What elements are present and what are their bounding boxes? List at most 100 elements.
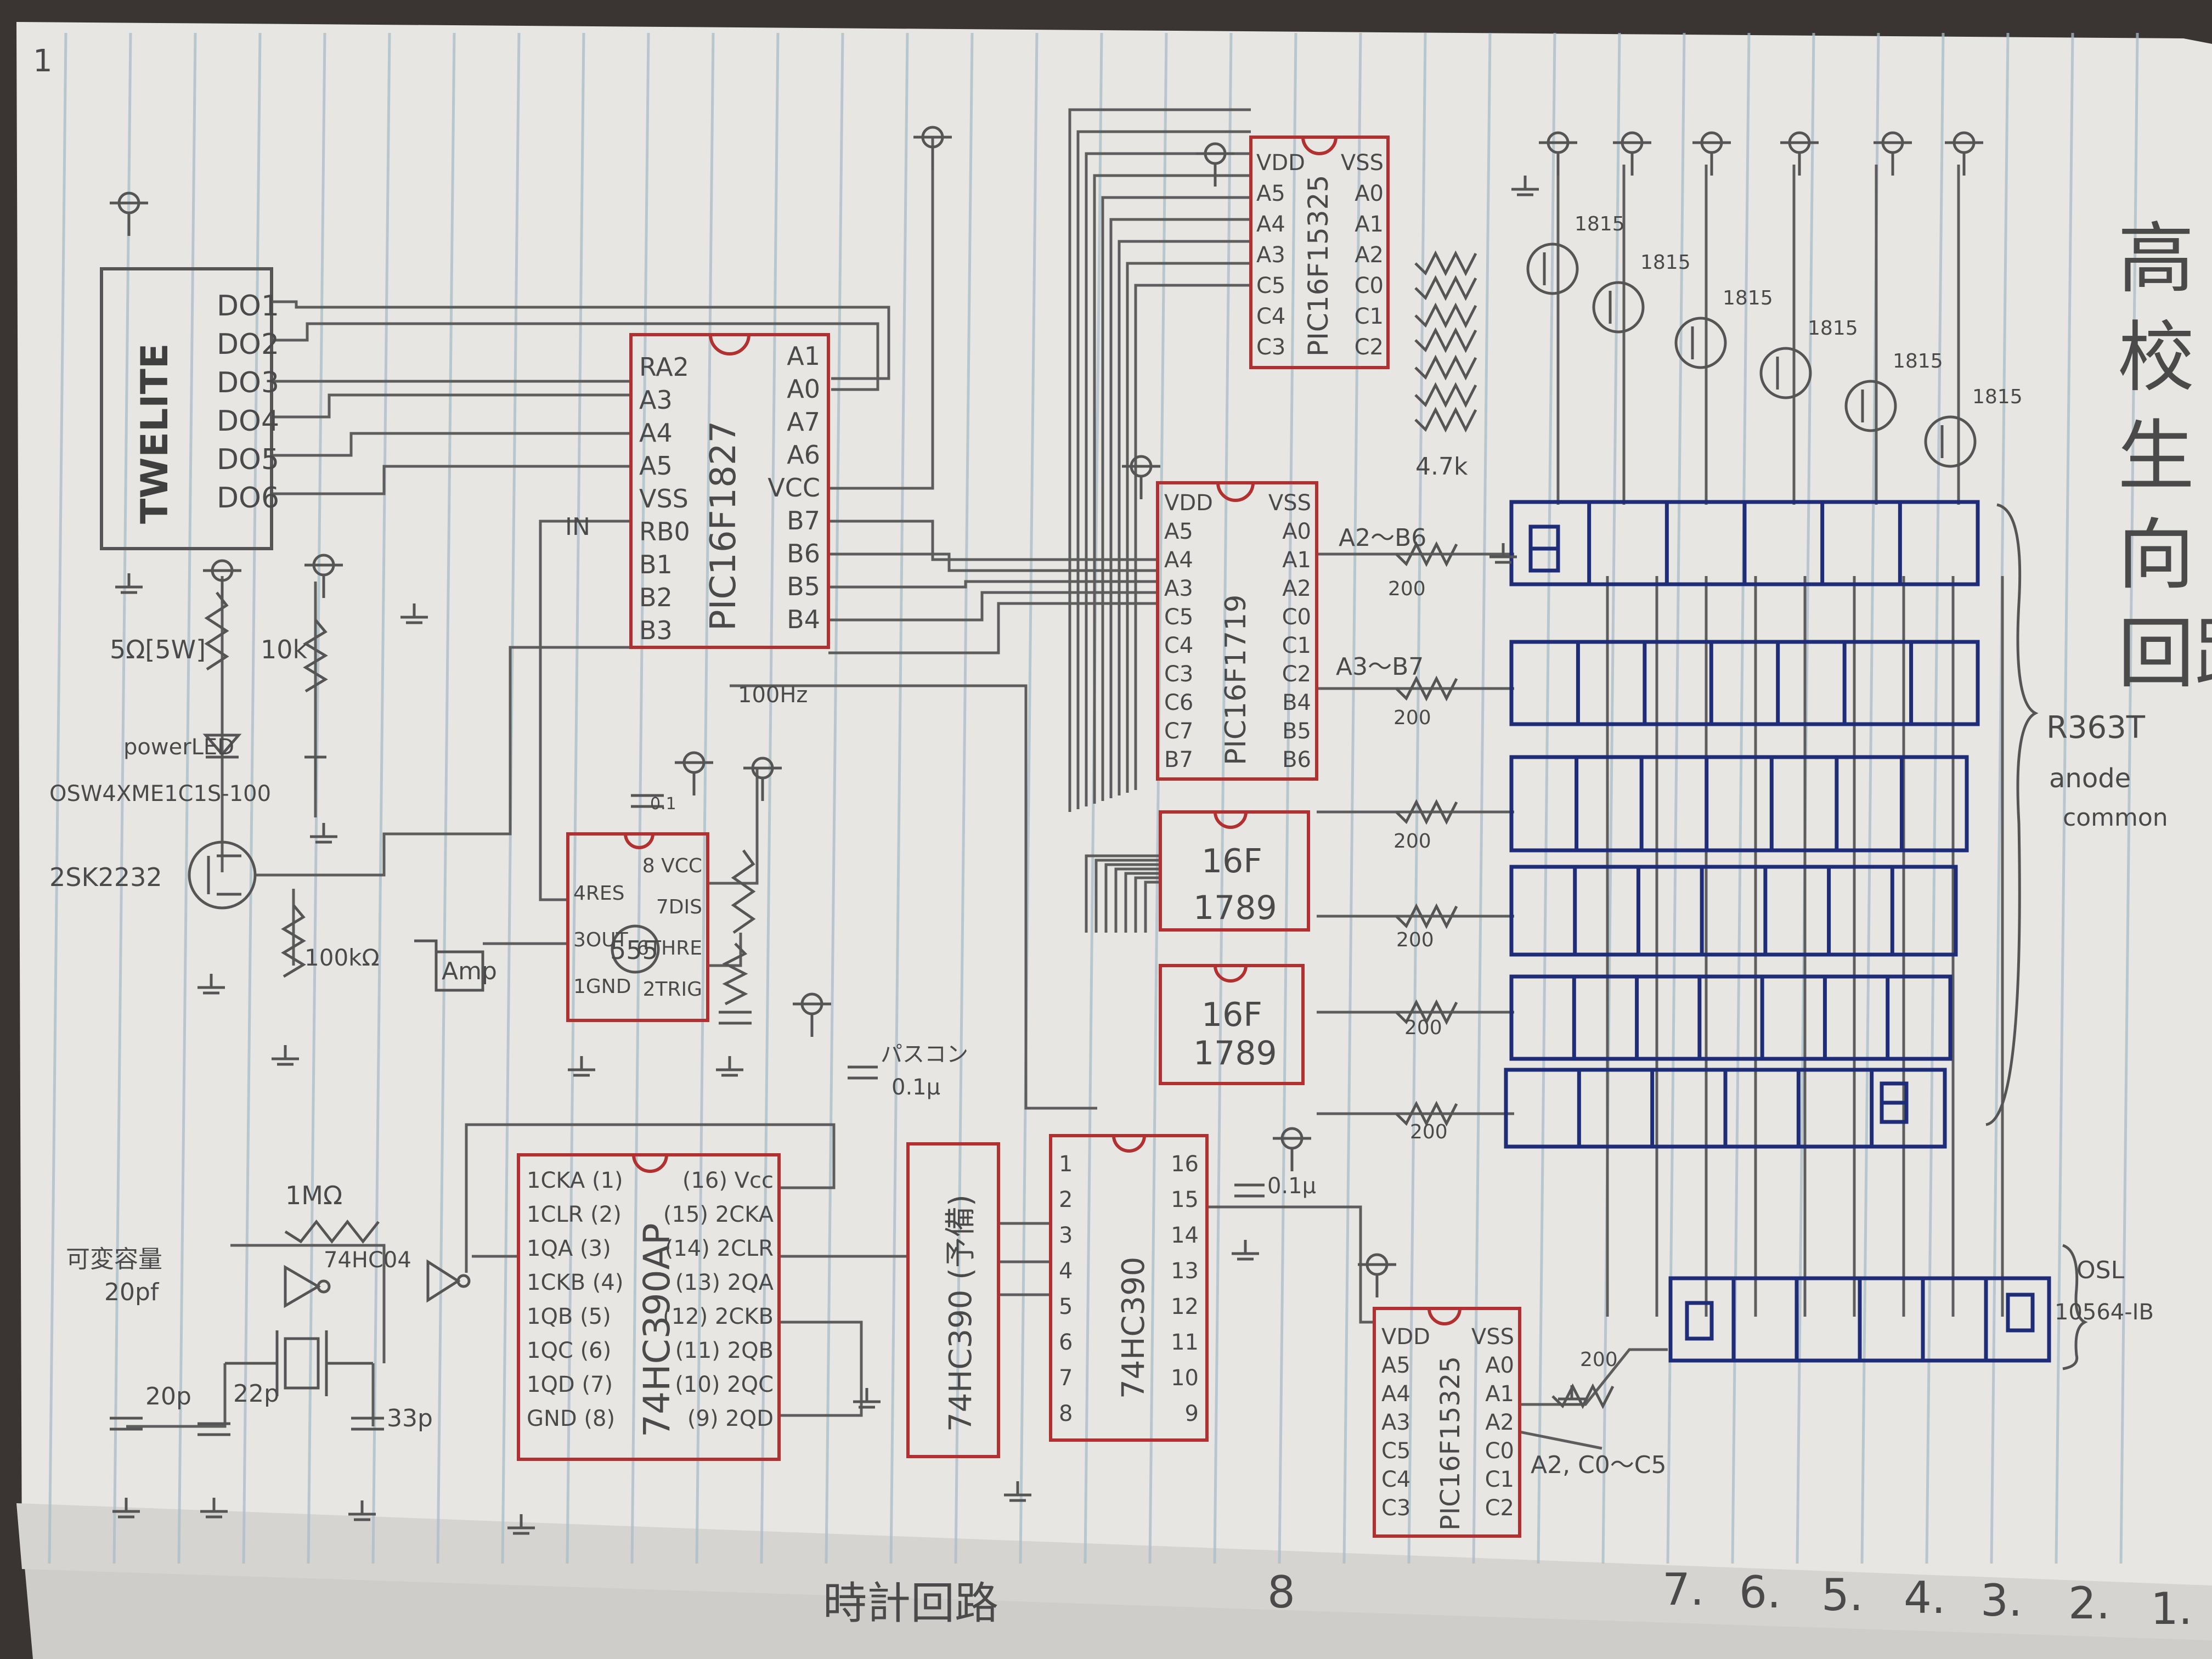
c33-label: 33p [387,1404,433,1432]
hc390ap-chip: 74HC390AP 1CKA (1)1CLR (2)1QA (3)1CKB (4… [517,1153,781,1461]
p15b-left-pin-1: VDD [1381,1324,1430,1350]
p1719-left-pin-3: A4 [1164,548,1193,573]
r-10k-label: 10k [261,635,308,664]
hc390b-left-pin-6: 6 [1059,1330,1073,1355]
twelite-pin-6: DO6 [217,482,279,515]
transistor-6 [1924,415,1977,468]
hc390ap-left-pin-6: 1QC (6) [527,1338,611,1363]
p15b-left-pin-5: C5 [1381,1438,1410,1464]
trim-val-label: 20pf [104,1278,160,1306]
r-200-label-7: 200 [1580,1348,1618,1371]
hc390b-right-pin-7: 10 [1171,1365,1199,1391]
twelite-pin-3: DO3 [217,366,279,399]
r-200-2 [1395,675,1458,702]
p15b-right-pin-2: A0 [1485,1353,1514,1378]
r-47k-1 [1414,250,1477,276]
r-47k-6 [1414,382,1477,408]
pic1789a-line1: 16F [1201,842,1262,881]
small-digit-glyph-2 [2006,1293,2035,1333]
p15t-left-pin-1: VDD [1256,150,1305,176]
pic15325-bottom-label: PIC16F15325 [1435,1356,1466,1531]
p1719-left-pin-10: B7 [1164,747,1193,772]
transistor-label-3: 1815 [1723,287,1773,309]
pic1827-right-pin-3: A7 [787,407,820,437]
bottom-item-5: 5. [1821,1570,1863,1621]
r-200-label-2: 200 [1393,707,1431,729]
page-number: 1 [33,43,53,79]
r-47k-7 [1414,407,1477,433]
bottom-item-2: 2. [2068,1578,2110,1629]
p1719-left-pin-8: C6 [1164,690,1193,715]
hc390ap-right-pin-8: (9) 2QD [687,1406,774,1431]
t555-left-pin-3: 1GND [573,975,631,998]
r-200-label-1: 200 [1388,578,1426,600]
p1719-right-pin-1: VSS [1268,490,1311,516]
pic1827-left-pin-9: B3 [639,616,673,645]
r-47k-4 [1414,327,1477,353]
p15b-right-pin-1: VSS [1471,1324,1514,1350]
p15t-left-pin-5: C5 [1256,273,1285,298]
p1719-left-pin-5: C5 [1164,605,1193,630]
hc390b-right-pin-4: 13 [1171,1259,1199,1284]
pic15325-top-label: PIC16F15325 [1302,175,1334,357]
p15b-right-pin-5: C0 [1485,1438,1514,1464]
hc390b-right-pin-1: 16 [1171,1152,1199,1177]
title-char-1: 高 [2118,215,2194,304]
bottom-item-6: 6. [1739,1567,1781,1618]
r-200-label-3: 200 [1393,830,1431,853]
hc390ap-left-pin-8: GND (8) [527,1406,615,1431]
seven-segment-displays [1504,500,2051,1363]
p1719-right-pin-10: B6 [1282,747,1311,772]
p15t-left-pin-3: A4 [1256,212,1285,237]
p1719-right-pin-9: B5 [1282,719,1311,744]
p1719-left-pin-7: C3 [1164,662,1193,687]
title-char-3: 生 [2118,412,2194,501]
resistors [204,250,1615,1409]
hc390ap-right-pin-7: (10) 2QC [675,1372,774,1397]
r-47k-2 [1414,275,1477,301]
p1719-left-pin-2: A5 [1164,519,1193,544]
a3b7-label: A3〜B7 [1336,653,1424,681]
pic1827-right-pin-6: B7 [787,506,820,535]
timer-555-label: 555 [610,935,658,965]
in-label: IN [565,513,590,541]
title-char-4: 向 [2118,511,2194,600]
transistor-label-4: 1815 [1808,317,1858,340]
cap-01-label: 0.1 [650,794,676,814]
pic1827-right-pin-8: B5 [787,572,820,601]
p15b-left-pin-3: A4 [1381,1381,1410,1407]
transistor-label-2: 1815 [1640,251,1691,274]
hc390b-left-pin-8: 8 [1059,1401,1073,1426]
hc390ap-left-pin-7: 1QD (7) [527,1372,613,1397]
display-small-part-label: 10564-IB [2055,1300,2154,1325]
hc390ap-left-pin-4: 1CKB (4) [527,1270,623,1295]
bypass-label: パスコン [881,1042,968,1067]
p1719-right-pin-2: A0 [1282,519,1311,544]
p15t-left-pin-6: C4 [1256,304,1285,329]
p1719-right-pin-4: A2 [1282,576,1311,601]
hc390b-left-pin-3: 3 [1059,1223,1073,1248]
pic1827-right-pin-1: A1 [787,341,820,371]
twelite-module: TWELITE DO1 DO2 DO3 DO4 DO5 DO6 [100,267,279,550]
pic1827-left-pin-4: A5 [639,451,673,481]
hc390b-right-pin-3: 14 [1171,1223,1199,1248]
p1719-left-pin-9: C7 [1164,719,1193,744]
transistor-label-1: 1815 [1575,213,1625,235]
hc390b-left-pin-1: 1 [1059,1152,1073,1177]
r-5ohm-label: 5Ω[5W] [110,635,206,664]
p15t-right-pin-3: A1 [1355,212,1384,237]
transistor-5 [1844,380,1897,432]
fold-shade [16,1503,2212,1640]
pic1827-right-pin-5: VCC [768,473,820,503]
hc390ap-left-pin-5: 1QB (5) [527,1304,611,1329]
a2c0c5-label: A2, C0〜C5 [1531,1451,1667,1479]
p15t-left-pin-2: A5 [1256,181,1285,206]
p15t-right-pin-6: C1 [1355,304,1384,329]
supply-symbols [110,126,1983,1535]
pic1789a-line2: 1789 [1193,889,1277,927]
t555-right-pin-2: 7DIS [656,896,702,918]
p1719-right-pin-6: C1 [1282,633,1311,658]
